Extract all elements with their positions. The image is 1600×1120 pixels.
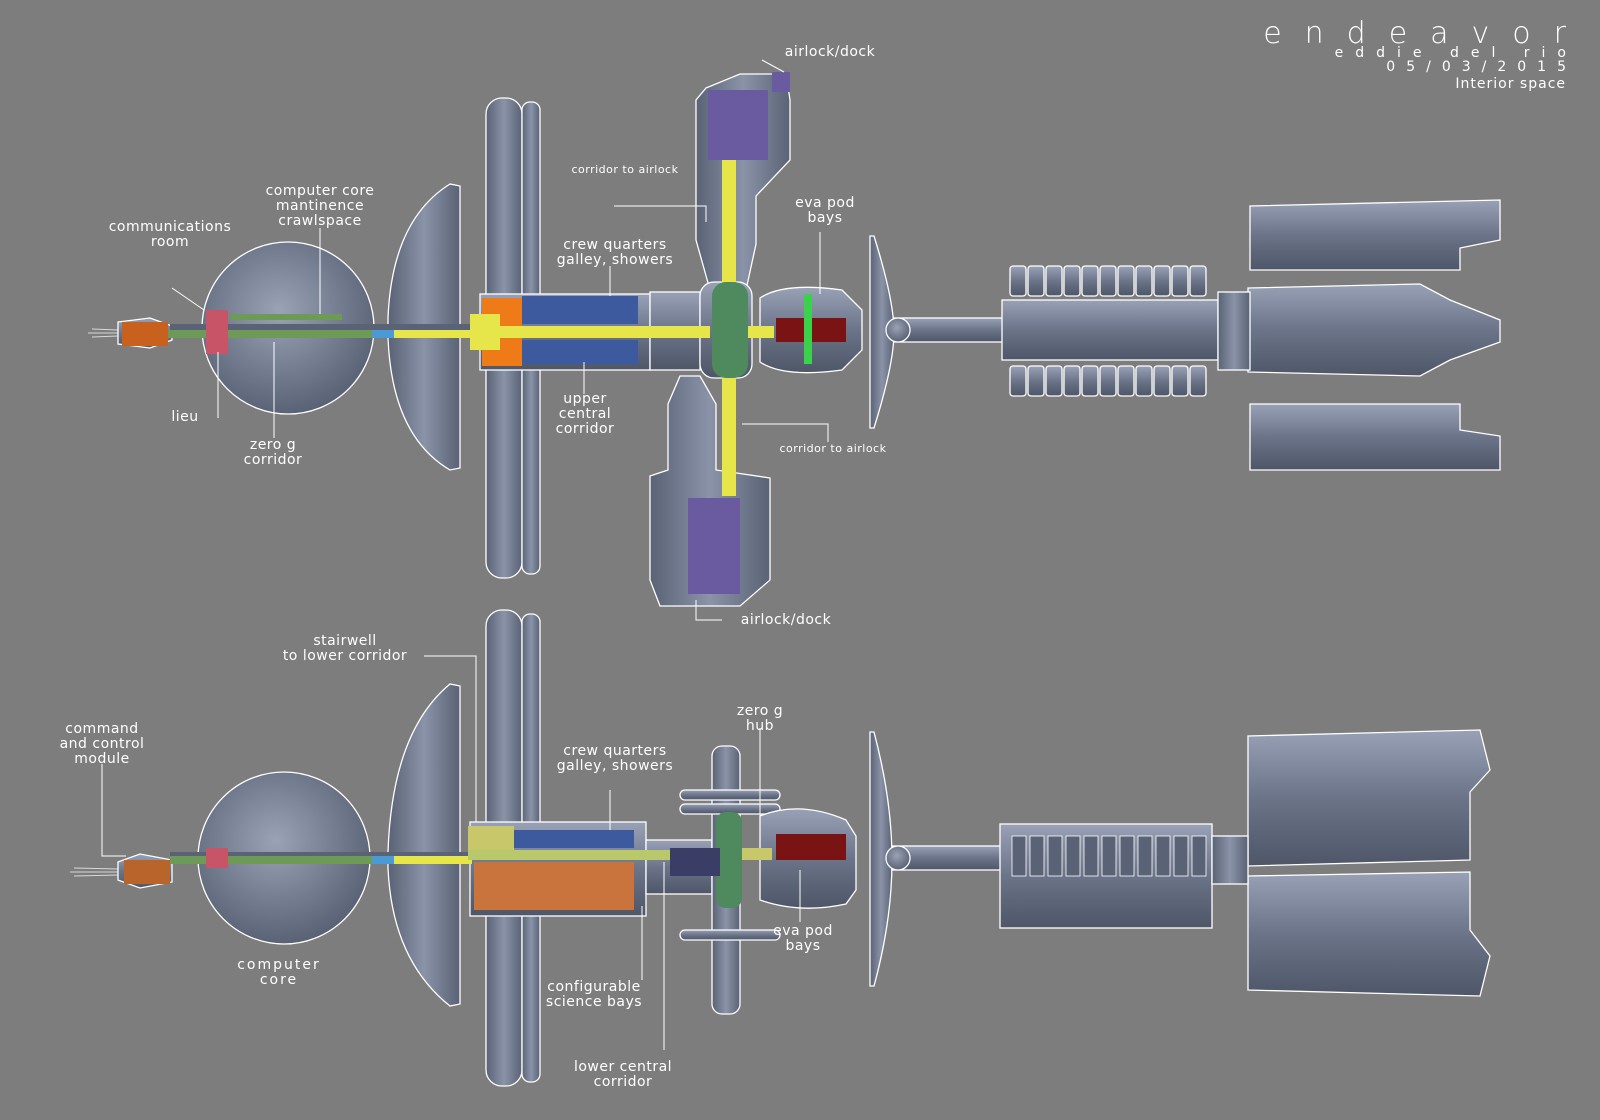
bottom-science-bays	[474, 862, 634, 910]
top-view	[88, 59, 1501, 621]
bottom-hub-link	[742, 848, 772, 860]
top-engine-mid	[1247, 283, 1501, 377]
top-neck-ball	[885, 317, 911, 343]
top-zero-g-corridor	[168, 330, 378, 338]
top-crawlspace	[230, 314, 342, 320]
top-cargo-pods-upper	[1009, 265, 1207, 297]
bottom-blue-link	[372, 856, 394, 864]
top-hub-link	[748, 326, 774, 338]
top-eva-green	[804, 294, 812, 364]
drawing-subtitle: Interior space	[1455, 76, 1566, 92]
bottom-command-room	[124, 860, 170, 884]
label-airlock-dock-top: airlock/dock	[784, 44, 876, 60]
bottom-yellow-spine	[394, 856, 472, 864]
top-cargo-pods-lower	[1009, 365, 1207, 397]
bottom-exhaust-lines	[70, 867, 119, 877]
top-quarters-blue-upper	[522, 296, 638, 324]
top-lieu	[206, 310, 228, 354]
drawing-title: endeavor	[1263, 16, 1589, 51]
label-lieu: lieu	[171, 409, 199, 425]
top-airlock-upper-cap	[772, 72, 790, 92]
bottom-lieu	[206, 848, 228, 868]
top-command-room	[122, 322, 168, 346]
top-quarters-blue-lower	[522, 340, 638, 364]
bottom-quarters-strip	[514, 830, 634, 848]
top-leader-lines	[171, 59, 829, 621]
top-quarters-yellow-box	[470, 314, 500, 350]
top-engine-strut	[1217, 291, 1251, 371]
top-engine-lower	[1249, 403, 1501, 471]
top-exhaust-lines	[88, 328, 119, 338]
bottom-neck-ball	[885, 845, 911, 871]
bottom-interior	[124, 812, 846, 910]
bottom-hub-dark	[670, 848, 720, 876]
bottom-view	[70, 609, 1491, 1087]
bottom-zero-g-corridor	[170, 856, 380, 864]
bottom-cargo-cells	[1011, 835, 1207, 877]
label-airlock-dock-bottom: airlock/dock	[740, 612, 832, 628]
bottom-engine-upper	[1247, 729, 1491, 867]
bottom-leader-lines	[101, 655, 801, 1050]
drawing-author: eddie del rio	[1334, 45, 1578, 61]
bottom-dish	[387, 683, 461, 1007]
top-corridor-to-airlock-up	[722, 160, 736, 284]
top-blue-link	[372, 330, 394, 338]
top-cargo-body	[1001, 299, 1219, 361]
top-corridor-to-airlock-down	[722, 376, 736, 496]
bottom-engine-lower	[1247, 871, 1491, 997]
bottom-upper-corridor	[468, 850, 714, 860]
label-corridor-to-airlock-bottom: corridor to airlock	[779, 442, 887, 455]
top-neck	[893, 317, 1005, 343]
top-airlock-lower	[688, 498, 740, 594]
top-hub-ring	[712, 282, 748, 378]
top-interior	[122, 72, 846, 594]
bottom-eva-bay	[776, 834, 846, 860]
top-airlock-upper	[708, 90, 768, 160]
bottom-hub-ring	[716, 812, 742, 908]
label-corridor-to-airlock-top: corridor to airlock	[571, 163, 679, 176]
bottom-engine-strut	[1211, 835, 1249, 885]
drawing-date: 05/03/2015	[1386, 59, 1577, 75]
bottom-stairwell-box	[468, 826, 514, 854]
top-upper-central-corridor	[500, 326, 710, 338]
top-yellow-spine	[394, 330, 484, 338]
top-engine-upper	[1249, 199, 1501, 271]
